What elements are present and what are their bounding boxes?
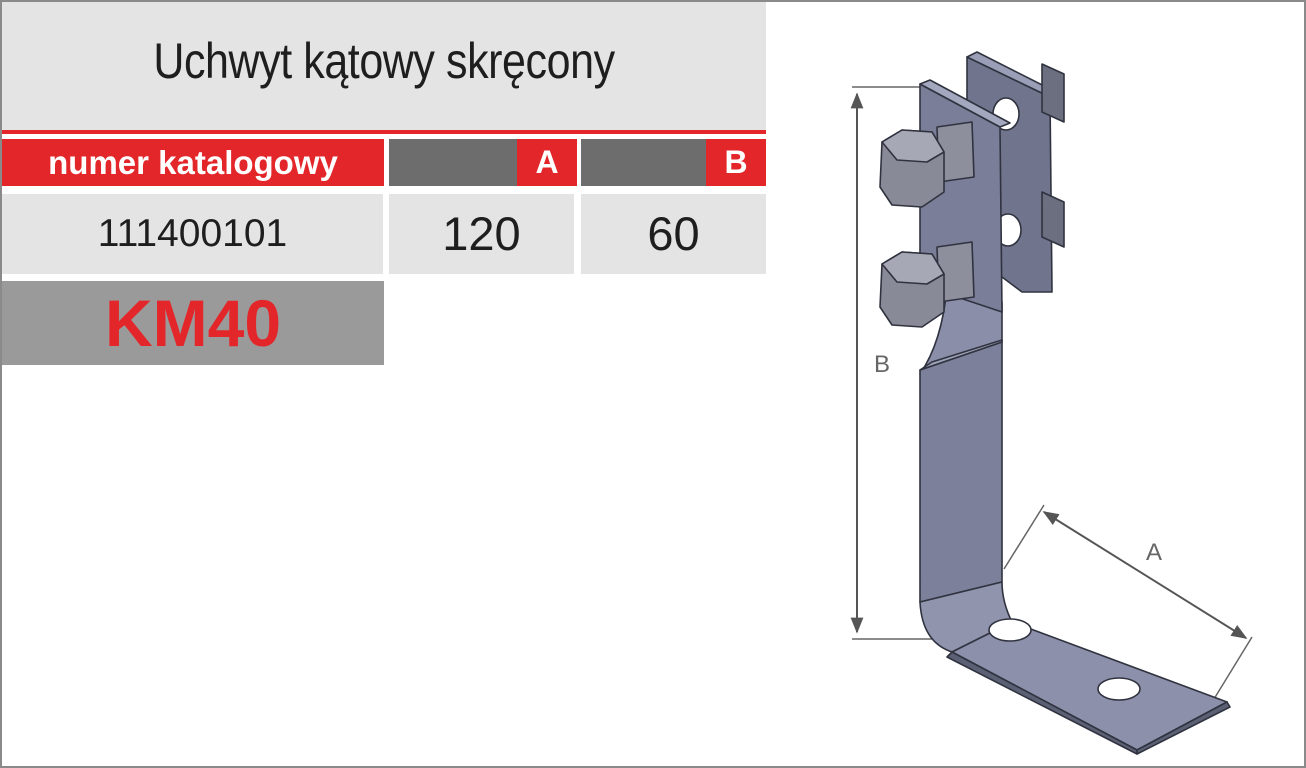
value-a-cell: 120 bbox=[389, 194, 574, 274]
product-title: Uchwyt kątowy skręcony bbox=[153, 33, 615, 89]
bracket-drawing: B A bbox=[850, 51, 1253, 755]
column-a-header: A bbox=[389, 139, 577, 186]
dimension-b: B bbox=[850, 86, 932, 640]
title-divider bbox=[2, 130, 766, 134]
dimension-b-label: B bbox=[874, 351, 890, 378]
model-code: KM40 bbox=[104, 286, 282, 360]
catalog-number-cell: 111400101 bbox=[2, 194, 383, 274]
catalog-number-header: numer katalogowy bbox=[2, 139, 384, 186]
dimension-a-label: A bbox=[1146, 539, 1162, 566]
title-band: Uchwyt kątowy skręcony bbox=[2, 2, 766, 130]
value-b-cell: 60 bbox=[581, 194, 766, 274]
dimension-a: A bbox=[1003, 504, 1253, 700]
column-b-header: B bbox=[581, 139, 766, 186]
bracket-part bbox=[879, 51, 1231, 755]
column-b-letter: B bbox=[706, 139, 766, 186]
column-a-letter: A bbox=[517, 139, 577, 186]
model-band: KM40 bbox=[2, 281, 384, 365]
